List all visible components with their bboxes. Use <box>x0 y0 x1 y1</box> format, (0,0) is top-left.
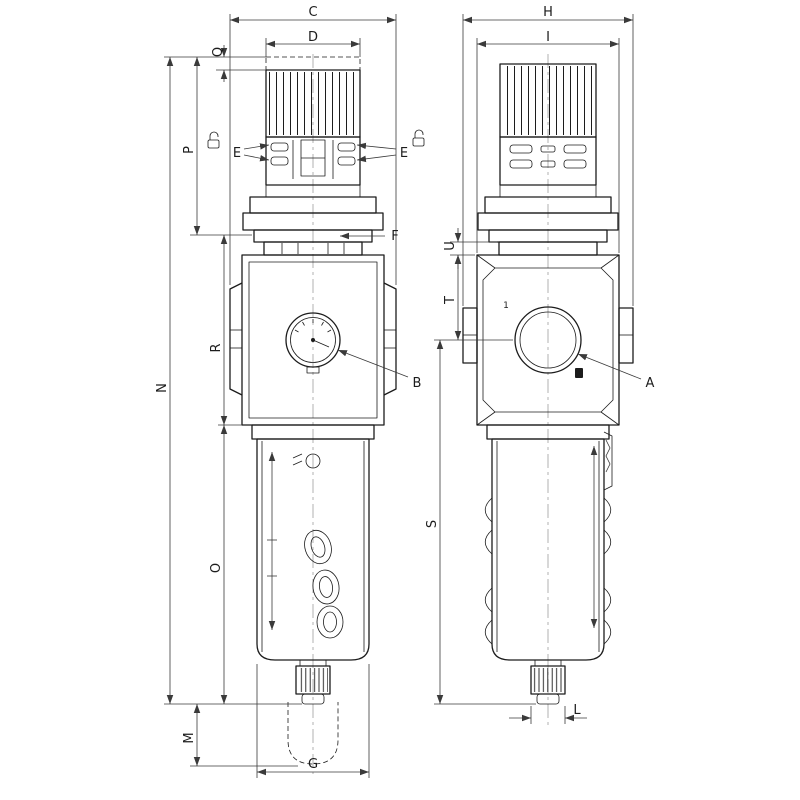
drain-valve-left <box>295 659 331 705</box>
body-mark: 1 <box>503 301 509 311</box>
dim-label-g: G <box>308 757 318 772</box>
dim-label-b: B <box>413 376 422 391</box>
dim-label-r: R <box>209 343 224 352</box>
adjustment-knob-left <box>265 56 361 198</box>
dim-label-u: U <box>443 241 458 251</box>
gauge-needle <box>312 339 330 348</box>
dim-label-n: N <box>155 383 170 393</box>
bowl-vent-hole <box>305 453 321 469</box>
dim-label-a: A <box>646 376 655 391</box>
dim-label-c: C <box>308 5 317 20</box>
leader-E-left <box>243 143 270 150</box>
bowl-removal-outline <box>287 702 339 765</box>
pressure-gauge <box>285 312 341 374</box>
dim-label-e-left: E <box>233 146 241 161</box>
leader-B <box>337 349 409 378</box>
drain-valve-right <box>530 659 566 705</box>
mount-tab-right <box>618 307 634 364</box>
dim-label-i: I <box>546 30 550 45</box>
bonnet-right <box>477 196 619 256</box>
mount-tab-left <box>462 307 478 364</box>
padlock-icon-left <box>207 131 220 149</box>
bowl-latch <box>603 431 613 491</box>
dim-label-q: Q <box>211 47 226 57</box>
dim-label-s: S <box>425 520 440 528</box>
dim-label-o: O <box>209 563 224 573</box>
adjustment-knob-right <box>499 63 597 198</box>
filter-bowl-right <box>484 424 613 661</box>
dim-label-l: L <box>573 703 581 718</box>
bowl-grip-left <box>484 497 493 645</box>
bowl-sight-slots <box>304 529 344 639</box>
dim-label-e-right: E <box>400 146 408 161</box>
dim-label-p: P <box>182 146 197 154</box>
dim-label-d: D <box>308 30 318 45</box>
dim-label-m: M <box>182 732 197 743</box>
leader-E-right <box>356 142 397 150</box>
left-view <box>229 54 397 774</box>
gauge-port <box>514 306 582 374</box>
logo-mark <box>575 368 583 378</box>
filter-bowl-left <box>251 424 375 661</box>
dim-label-h: H <box>543 5 553 20</box>
dimensions-left: C D Q P N R O M G E E F B <box>155 5 425 778</box>
dim-label-f: F <box>391 229 398 244</box>
bowl-grip-right <box>603 497 612 645</box>
dimensions-right: H I U T S A L <box>425 5 655 724</box>
right-view: 1 <box>462 54 634 726</box>
dim-label-t: T <box>443 296 458 305</box>
padlock-icon-right <box>412 129 425 147</box>
leader-A <box>577 353 642 380</box>
